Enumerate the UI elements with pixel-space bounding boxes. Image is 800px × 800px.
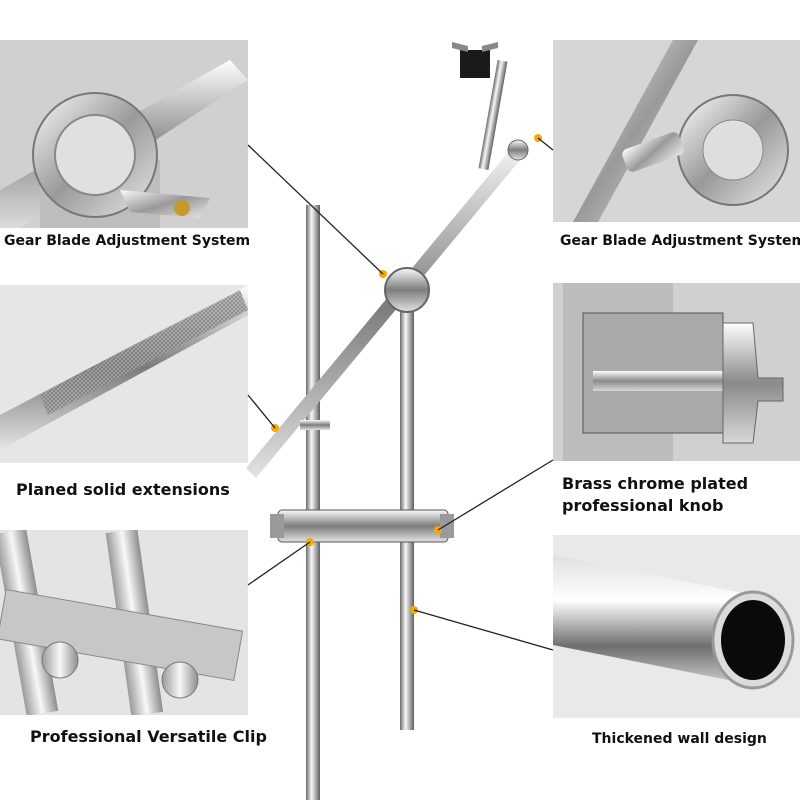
knob-caption-line2: professional knob bbox=[562, 496, 724, 515]
marker-knob bbox=[434, 526, 442, 534]
wall-caption: Thickened wall design bbox=[592, 731, 767, 747]
knob-caption-line1: Brass chrome plated bbox=[562, 474, 749, 493]
extensions-photo bbox=[0, 285, 248, 463]
marker-wall bbox=[410, 606, 418, 614]
cymbal-boom-arm-product bbox=[246, 42, 542, 800]
clip-photo bbox=[0, 530, 248, 715]
t-knob-closeup-icon bbox=[553, 283, 800, 461]
gear-left-caption: Gear Blade Adjustment System bbox=[4, 233, 251, 249]
gear-right-caption: Gear Blade Adjustment System bbox=[560, 233, 800, 249]
clip-caption: Professional Versatile Clip bbox=[30, 727, 267, 746]
marker-clip bbox=[306, 538, 314, 546]
wall-photo bbox=[553, 535, 800, 718]
knurled-rod-closeup-icon bbox=[0, 285, 248, 463]
gear-blade-closeup-icon bbox=[0, 40, 248, 228]
marker-top bbox=[534, 134, 542, 142]
gear-blade-closeup-icon-right bbox=[553, 40, 800, 222]
tube-end-closeup-icon bbox=[553, 535, 800, 718]
gear-right-photo bbox=[553, 40, 800, 222]
marker-extension bbox=[271, 424, 279, 432]
clamp-closeup-icon bbox=[0, 530, 248, 715]
marker-gear bbox=[379, 270, 387, 278]
extensions-caption: Planed solid extensions bbox=[16, 480, 230, 499]
gear-left-photo bbox=[0, 40, 248, 228]
knob-photo bbox=[553, 283, 800, 461]
